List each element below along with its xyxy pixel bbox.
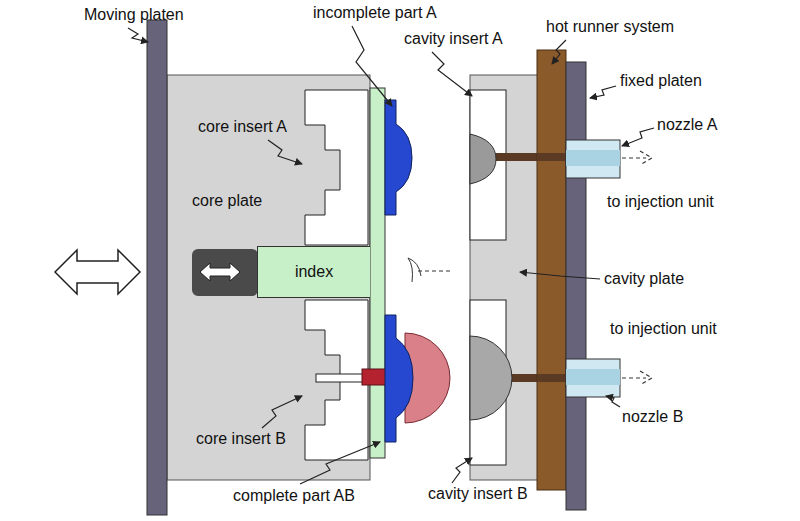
part-label: to injection unit xyxy=(607,193,714,211)
part-label: cavity insert A xyxy=(404,30,503,48)
index-plate: index xyxy=(257,246,370,298)
part-label: cavity plate xyxy=(604,270,684,288)
part-label: nozzle A xyxy=(657,116,717,134)
part-label: complete part AB xyxy=(233,487,355,505)
part-label: to injection unit xyxy=(610,320,717,338)
part-label: nozzle B xyxy=(622,408,683,426)
part-label: hot runner system xyxy=(546,18,674,36)
part-label: cavity insert B xyxy=(428,485,528,503)
part-label: core insert A xyxy=(198,118,287,136)
part-label: core plate xyxy=(192,192,262,210)
part-label: Moving platen xyxy=(84,6,184,24)
part-label: fixed platen xyxy=(620,72,702,90)
node-label: index xyxy=(295,263,333,281)
part-label: incomplete part A xyxy=(313,4,437,22)
part-label: core insert B xyxy=(196,430,286,448)
